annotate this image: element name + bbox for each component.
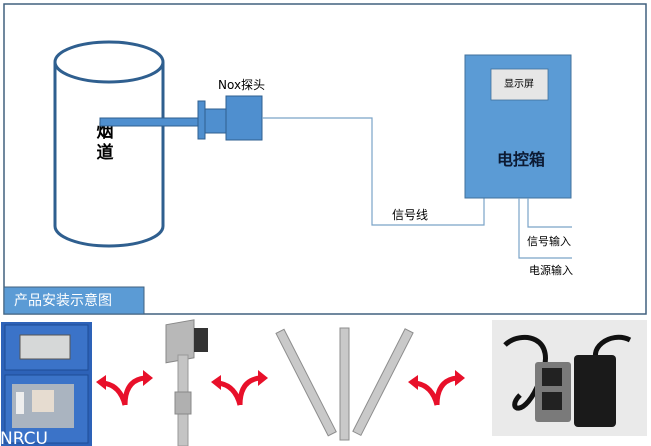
- flue-label: 道: [97, 142, 114, 163]
- nox-sensor-photo: [492, 320, 647, 436]
- display-screen: [490, 68, 549, 101]
- flue-cylinder: [53, 40, 165, 248]
- display-label: 显示屏: [504, 78, 534, 90]
- signal-wire: [262, 117, 485, 226]
- power-input-wire: [518, 198, 572, 259]
- diagram-title: 产品安装示意图: [14, 292, 112, 309]
- signal-input-label: 信号输入: [527, 234, 571, 248]
- sensor-rods-photo: [275, 327, 414, 441]
- power-input-label: 电源输入: [529, 263, 573, 277]
- signal-input-wire: [527, 198, 572, 228]
- title-bar: [3, 286, 145, 315]
- control-box-photo: NRCU: [0, 322, 92, 446]
- probe-photo: [165, 319, 208, 446]
- nox-probe: [99, 95, 263, 141]
- probe-label: Nox探头: [218, 78, 265, 92]
- signal-line-label: 信号线: [392, 208, 428, 222]
- nrcu-caption: NRCU: [0, 429, 48, 446]
- control-box-label: 电控箱: [497, 150, 545, 169]
- flow-arrow-icon: [102, 375, 458, 406]
- arrow-heads: [96, 370, 465, 390]
